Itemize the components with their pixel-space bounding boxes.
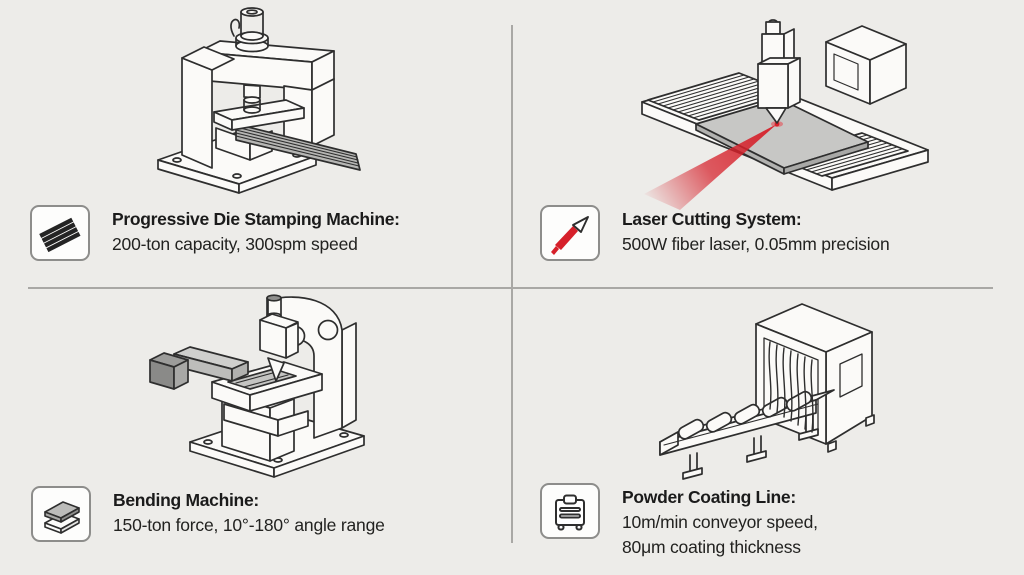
laser-beam-icon [551, 216, 589, 255]
metal-strips-icon [39, 217, 81, 253]
powder-label: Powder Coating Line: 10m/min conveyor sp… [540, 483, 818, 560]
bending-icon-box [31, 486, 91, 542]
stamping-label: Progressive Die Stamping Machine: 200-to… [30, 205, 400, 261]
powder-coating-line-illustration [659, 303, 875, 480]
laser-beam [644, 124, 777, 210]
stamping-icon-box [30, 205, 90, 261]
laser-label: Laser Cutting System: 500W fiber laser, … [540, 205, 890, 261]
bending-title: Bending Machine: [113, 490, 259, 510]
stamping-title: Progressive Die Stamping Machine: [112, 209, 400, 229]
bending-spec: 150-ton force, 10°-180° angle range [113, 515, 385, 535]
powder-title: Powder Coating Line: [622, 487, 796, 507]
horizontal-divider [28, 287, 993, 289]
stamping-spec: 200-ton capacity, 300spm speed [112, 234, 358, 254]
powder-spec-line1: 10m/min conveyor speed, [622, 512, 818, 532]
powder-icon-box [540, 483, 600, 539]
coating-oven-icon [555, 494, 585, 531]
bending-machine-illustration [149, 294, 365, 478]
vertical-divider [511, 25, 513, 543]
stamping-machine-illustration [157, 7, 361, 194]
laser-spec: 500W fiber laser, 0.05mm precision [622, 234, 890, 254]
bent-sheet-icon [44, 501, 80, 534]
laser-title: Laser Cutting System: [622, 209, 802, 229]
laser-cutting-system-illustration [641, 19, 929, 210]
bending-label: Bending Machine: 150-ton force, 10°-180°… [31, 486, 385, 542]
powder-spec-line2: 80μm coating thickness [622, 537, 801, 557]
laser-icon-box [540, 205, 600, 261]
